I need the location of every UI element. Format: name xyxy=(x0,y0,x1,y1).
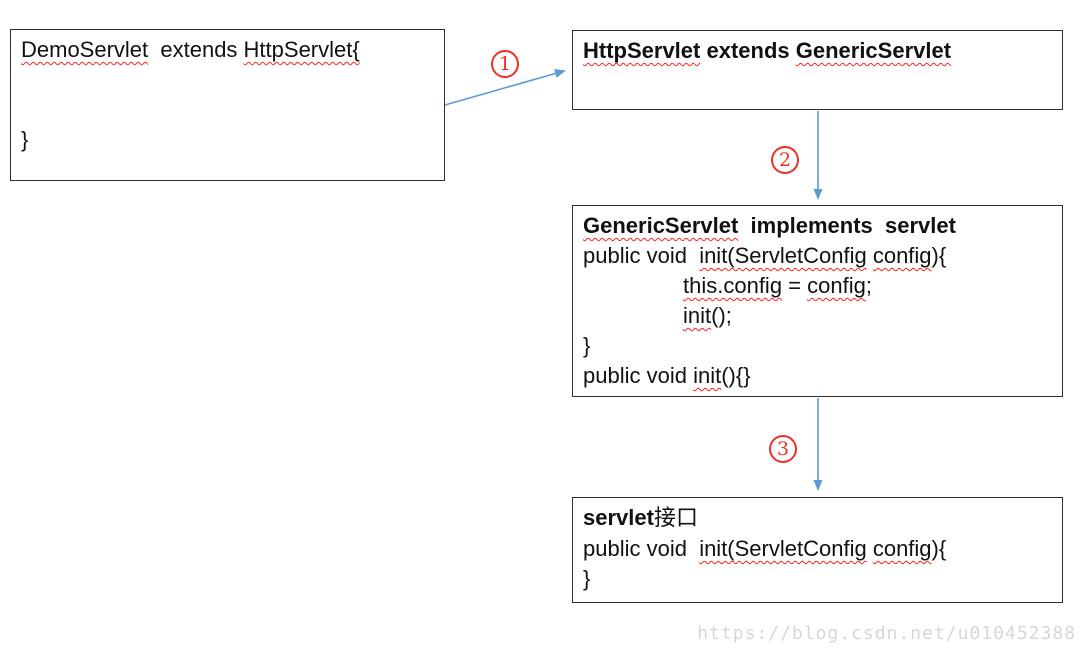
code-line: public void init(){} xyxy=(583,361,1052,391)
code-line: DemoServlet extends HttpServlet{ xyxy=(21,35,434,65)
step-1-badge: 1 xyxy=(491,50,519,78)
text-segment: extends xyxy=(148,37,244,62)
box-title: servlet接口 xyxy=(583,503,1052,534)
text-segment: config xyxy=(872,243,932,268)
servlet-interface-box: servlet接口 public void init(ServletConfig… xyxy=(572,497,1063,603)
text-segment: HttpServlet xyxy=(583,38,701,63)
text-segment: init(ServletConfig xyxy=(699,536,867,561)
text-segment: ; xyxy=(865,273,872,298)
code-line: public void init(ServletConfig config){ xyxy=(583,241,1052,271)
code-line: this.config = config; xyxy=(583,271,1052,301)
text-segment: ){ xyxy=(931,536,947,561)
watermark: https://blog.csdn.net/u010452388 xyxy=(697,623,1076,644)
text-segment: } xyxy=(583,333,591,358)
demo-servlet-box: DemoServlet extends HttpServlet{ } xyxy=(10,29,445,181)
text-segment: public void xyxy=(583,363,694,388)
text-segment: } xyxy=(583,566,591,591)
text-segment: DemoServlet xyxy=(21,37,149,62)
text-segment: public void xyxy=(583,536,700,561)
text-segment: init(ServletConfig xyxy=(699,243,867,268)
text-segment: HttpServlet{ xyxy=(243,37,360,62)
http-servlet-box: HttpServlet extends GenericServlet xyxy=(572,30,1063,110)
box-title: HttpServlet extends GenericServlet xyxy=(583,36,1052,66)
text-segment: = xyxy=(782,273,808,298)
text-segment: 接口 xyxy=(653,506,698,531)
text-segment: implements servlet xyxy=(738,213,956,238)
text-segment: ){ xyxy=(931,243,947,268)
generic-servlet-box: GenericServlet implements servlet public… xyxy=(572,205,1063,397)
text-segment: public void xyxy=(583,243,700,268)
code-line: init(); xyxy=(583,301,1052,331)
text-segment: servlet xyxy=(583,505,654,530)
text-segment: GenericServlet xyxy=(583,213,739,238)
text-segment: this.config xyxy=(683,273,783,298)
code-line-close-brace: } xyxy=(21,127,29,152)
step-2-badge: 2 xyxy=(771,146,799,174)
text-segment: GenericServlet xyxy=(795,38,952,63)
text-segment: (){} xyxy=(721,363,751,388)
box-title: GenericServlet implements servlet xyxy=(583,211,1052,241)
text-segment: init xyxy=(683,303,712,328)
text-segment: init xyxy=(693,363,722,388)
text-segment: config xyxy=(872,536,932,561)
code-line: } xyxy=(583,564,1052,594)
text-segment: (); xyxy=(711,303,732,328)
text-segment: extends xyxy=(700,38,796,63)
step-3-badge: 3 xyxy=(769,435,797,463)
code-line: } xyxy=(583,331,1052,361)
code-line: public void init(ServletConfig config){ xyxy=(583,534,1052,564)
text-segment: config xyxy=(807,273,866,298)
